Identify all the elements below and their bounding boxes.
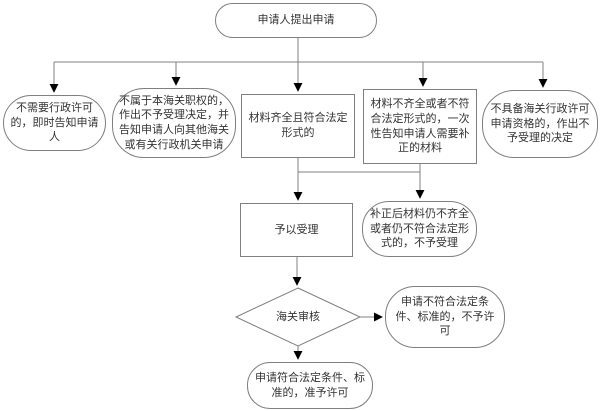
node-accept: 予以受理 xyxy=(240,203,353,257)
node-accept-label: 予以受理 xyxy=(274,223,319,236)
node-materials-incomplete-label: 材料不齐全或者不符合法定形式的，一次性告知申请人需要补正的材料 xyxy=(370,98,470,155)
node-start-label: 申请人提出申请 xyxy=(257,14,335,27)
node-not-jurisdiction: 不属于本海关职权的，作出不予受理决定，并告知申请人向其他海关或有关行政机关申请 xyxy=(112,88,236,158)
node-materials-complete: 材料齐全且符合法定形式的 xyxy=(241,94,355,158)
node-review-label: 海关审核 xyxy=(276,310,320,323)
edge-group-middle xyxy=(293,158,425,201)
node-review-decision: 海关审核 xyxy=(238,295,358,339)
node-permitted: 申请符合法定条件、标准的，准予许可 xyxy=(247,362,373,409)
node-not-jurisdiction-label: 不属于本海关职权的，作出不予受理决定，并告知申请人向其他海关或有关行政机关申请 xyxy=(119,94,229,151)
node-materials-complete-label: 材料齐全且符合法定形式的 xyxy=(248,112,348,139)
node-not-qualified-label: 不具备海关行政许可申请资格的，作出不予受理的决定 xyxy=(490,103,590,145)
review-diamond-shape xyxy=(234,287,362,347)
node-no-license-needed: 不需要行政许可的，即时告知申请人 xyxy=(3,95,106,151)
node-not-qualified: 不具备海关行政许可申请资格的，作出不予受理的决定 xyxy=(482,90,598,158)
node-start: 申请人提出申请 xyxy=(215,3,377,38)
node-not-permitted-label: 申请不符合法定条件、标准的，不予许可 xyxy=(395,296,495,338)
node-no-license-label: 不需要行政许可的，即时告知申请人 xyxy=(10,102,99,144)
node-not-permitted: 申请不符合法定条件、标准的，不予许可 xyxy=(385,286,505,348)
node-permitted-label: 申请符合法定条件、标准的，准予许可 xyxy=(255,371,365,399)
edge-group-fanout xyxy=(49,38,548,93)
edge-group-bottom xyxy=(292,257,383,360)
node-materials-incomplete: 材料不齐全或者不符合法定形式的，一次性告知申请人需要补正的材料 xyxy=(363,89,477,164)
node-still-incomplete: 补正后材料仍不齐全或者仍不符合法定形式的，不予受理 xyxy=(362,201,477,257)
node-still-incomplete-label: 补正后材料仍不齐全或者仍不符合法定形式的，不予受理 xyxy=(370,208,469,250)
